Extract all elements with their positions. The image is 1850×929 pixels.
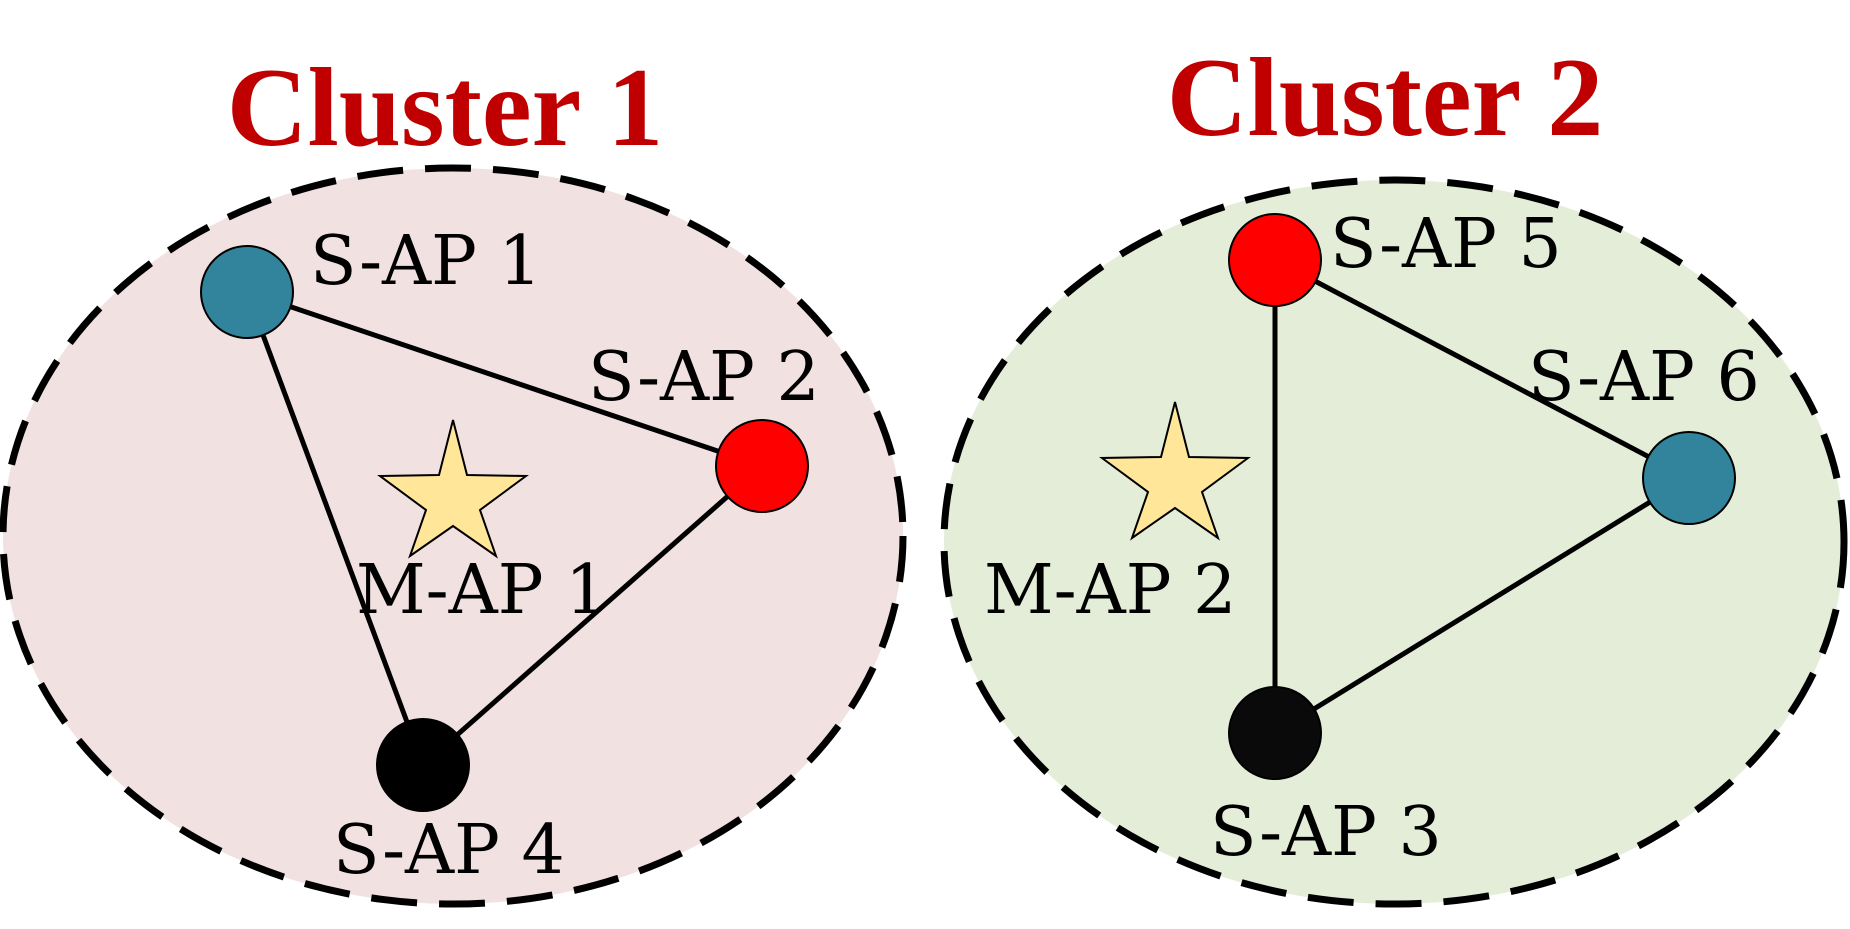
m-ap-1-label: M-AP 1 bbox=[356, 551, 608, 630]
s-ap-3-label: S-AP 3 bbox=[1210, 793, 1442, 872]
s-ap-1-node bbox=[200, 245, 294, 339]
link-s-ap5-s-ap6 bbox=[1273, 257, 1691, 481]
cluster-2-boundary bbox=[940, 176, 1848, 908]
master-ap-1-star-icon bbox=[377, 419, 529, 559]
s-ap-5-label: S-AP 5 bbox=[1330, 205, 1562, 284]
m-ap-2-label: M-AP 2 bbox=[984, 551, 1236, 630]
cluster-1-title: Cluster 1 bbox=[227, 46, 664, 170]
cluster-2-title: Cluster 2 bbox=[1167, 36, 1604, 160]
s-ap-3-node bbox=[1228, 686, 1322, 780]
s-ap-6-node bbox=[1642, 431, 1736, 525]
link-s-ap2-s-ap4 bbox=[421, 464, 764, 767]
link-s-ap6-s-ap3 bbox=[1273, 475, 1691, 736]
cluster-1-boundary bbox=[0, 164, 907, 908]
s-ap-5-node bbox=[1228, 213, 1322, 307]
s-ap-6-label: S-AP 6 bbox=[1528, 338, 1760, 417]
s-ap-4-node bbox=[376, 718, 470, 812]
master-ap-2-star-icon bbox=[1099, 401, 1251, 541]
s-ap-4-label: S-AP 4 bbox=[333, 811, 565, 890]
s-ap-2-label: S-AP 2 bbox=[588, 338, 820, 417]
link-s-ap1-s-ap2 bbox=[246, 289, 763, 469]
s-ap-2-node bbox=[715, 419, 809, 513]
cluster-1: Cluster 1 S-AP 1 S-AP 2 M-AP 1 S-AP 4 bbox=[0, 46, 907, 908]
link-s-ap1-s-ap4 bbox=[244, 291, 426, 766]
s-ap-1-label: S-AP 1 bbox=[310, 222, 542, 301]
cluster-2: Cluster 2 S-AP 5 S-AP 6 M-AP 2 S-AP 3 bbox=[940, 36, 1848, 908]
